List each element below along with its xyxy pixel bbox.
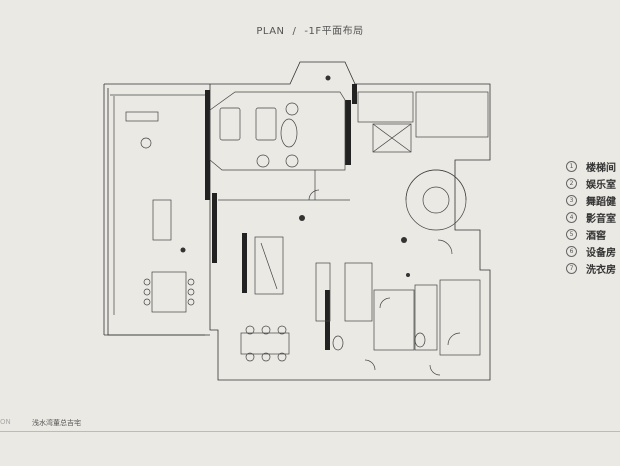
room (344, 262, 373, 322)
title-separator: / (292, 26, 297, 37)
bench (140, 137, 152, 149)
treadmill (125, 111, 159, 122)
floor-label: -1F平面布局 (304, 26, 364, 37)
sofa (255, 107, 277, 141)
room-stair-top (357, 91, 414, 123)
room (415, 91, 489, 138)
footer-divider (0, 431, 620, 432)
equipment-room (414, 284, 438, 351)
plan-label: PLAN (256, 26, 285, 37)
sofa (219, 107, 241, 141)
billiard-table (254, 236, 284, 295)
outer-wall-inner (107, 88, 205, 336)
chair (256, 154, 270, 168)
footer-left-text: ON (0, 418, 11, 426)
outer-wall (104, 61, 491, 381)
wall-segment (205, 90, 210, 200)
wine-cellar (315, 262, 331, 322)
plan-title: PLAN / -1F平面布局 (0, 22, 620, 37)
chair (285, 154, 299, 168)
wall-segment (352, 84, 357, 104)
chair (285, 102, 299, 116)
footer-caption: 浅水湾董总吉宅 (32, 419, 81, 427)
wall-segment (345, 100, 351, 165)
storage-panel (152, 199, 172, 241)
footer: ON 浅水湾董总吉宅 (0, 418, 620, 432)
room (373, 289, 415, 351)
coffee-table (280, 118, 298, 148)
wall-segment (242, 233, 247, 293)
wall-segment (325, 290, 330, 350)
laundry-room (439, 279, 481, 356)
elevator (372, 123, 412, 153)
wall-segment (212, 193, 217, 263)
dining-table (151, 271, 187, 313)
hex-room (209, 91, 346, 171)
table (240, 332, 290, 355)
